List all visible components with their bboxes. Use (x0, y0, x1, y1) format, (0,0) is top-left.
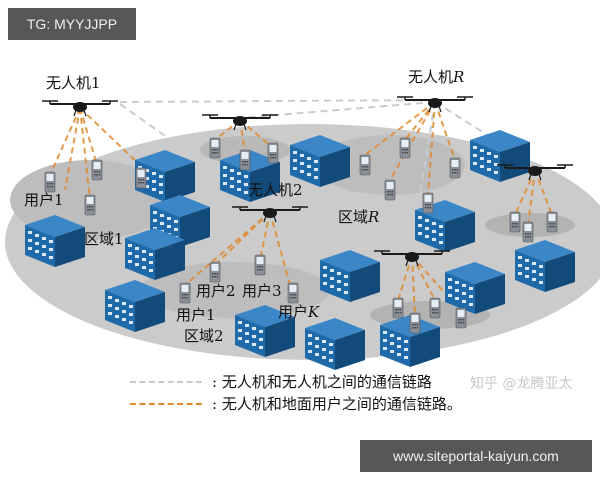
uav-1-label: 无人机1 (46, 76, 101, 91)
region-label-prefix: 区域 (338, 208, 369, 226)
uav-label-prefix: 无人机 (248, 181, 294, 199)
uav-label-index: 1 (91, 74, 101, 92)
user-k-label: 用户K (278, 305, 319, 320)
watermark-url: www.siteportal-kaiyun.com (360, 440, 592, 472)
region-label-prefix: 区域 (84, 230, 115, 248)
legend-text: : 无人机和地面用户之间的通信链路。 (212, 395, 462, 413)
region-2-area (140, 262, 330, 318)
legend-line-grey (130, 380, 202, 383)
user-1-region-1-label: 用户1 (24, 191, 64, 209)
uav-2-label: 无人机2 (248, 183, 303, 198)
watermark-tg: TG: MYYJJPP (8, 8, 136, 40)
uav-label-prefix: 无人机 (408, 68, 454, 86)
legend-item-uav-uav: : 无人机和无人机之间的通信链路 (130, 371, 432, 392)
uav-label-index: 2 (293, 181, 303, 199)
uav-r-label: 无人机R (408, 70, 464, 85)
region-label-prefix: 区域 (184, 327, 215, 345)
region-label-index: 2 (214, 327, 224, 345)
uav-label-index: R (453, 68, 465, 86)
region-label-index: R (368, 208, 380, 226)
credit-watermark: 知乎 @龙腾亚太 (470, 376, 573, 392)
legend-line-orange (130, 402, 202, 405)
user-1-region-2-label: 用户1 (176, 306, 216, 324)
uav-label-prefix: 无人机 (46, 74, 92, 92)
user-2-label: 用户2 (196, 282, 236, 300)
user-label-prefix: 用户 (278, 303, 309, 321)
user-label-index: K (308, 303, 320, 321)
region-1-label: 区域1 (84, 232, 124, 247)
region-label-index: 1 (114, 230, 124, 248)
region-2-label: 区域2 (184, 329, 224, 344)
legend-item-uav-ground: : 无人机和地面用户之间的通信链路。 (130, 393, 462, 414)
user-3-label: 用户3 (242, 282, 282, 300)
legend-text: : 无人机和无人机之间的通信链路 (212, 373, 432, 391)
region-r-label: 区域R (338, 210, 379, 225)
